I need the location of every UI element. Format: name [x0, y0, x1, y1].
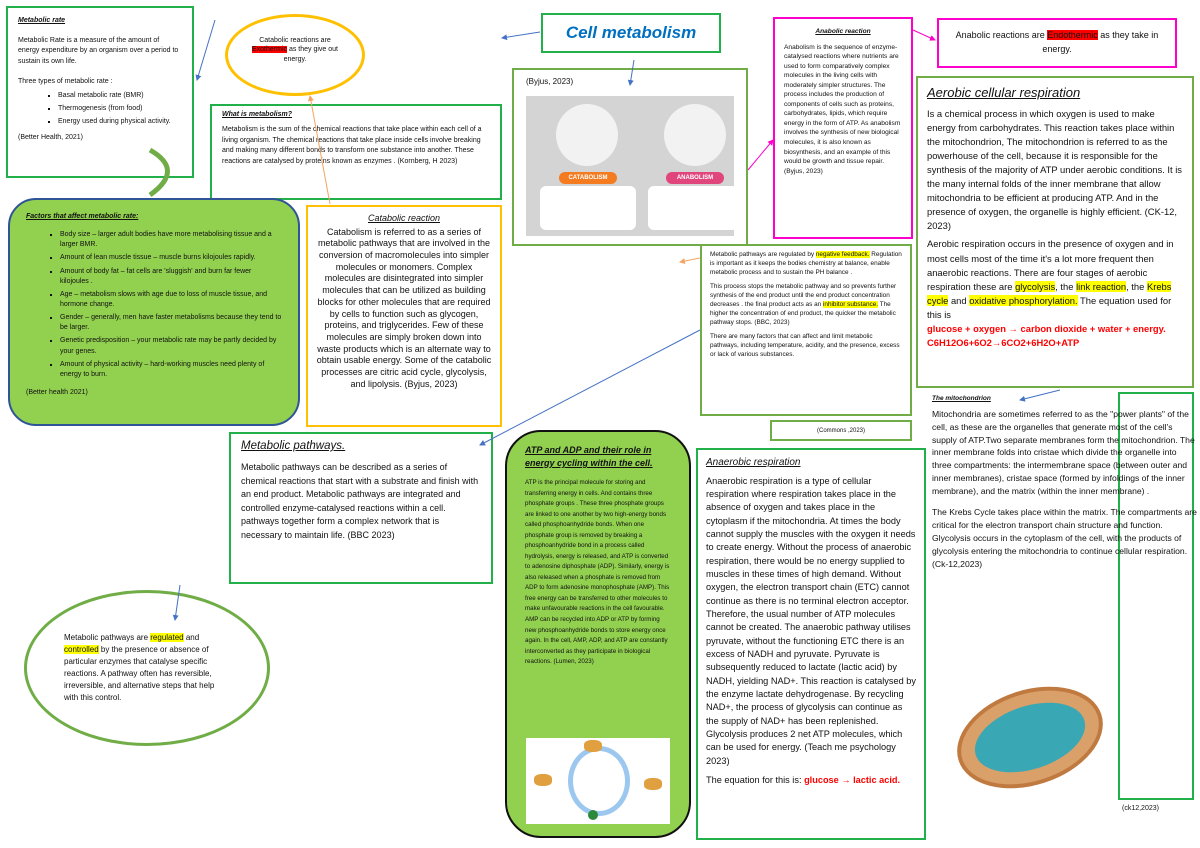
anabolism-caption	[648, 185, 744, 230]
link-reaction-highlight: link reaction	[1076, 280, 1127, 292]
citation: (Better Health, 2021)	[18, 134, 83, 142]
text: Three types of metabolic rate :	[18, 77, 113, 85]
enzyme-star	[534, 774, 552, 786]
endothermic-highlight: Endothermic	[1047, 30, 1098, 40]
anaerobic-equation: The equation for this is: glucose → lact…	[706, 775, 901, 786]
aerobic-respiration-box: Aerobic cellular respiration Is a chemic…	[916, 76, 1194, 388]
text: This process stops the metabolic pathway…	[710, 282, 897, 326]
catabolism-caption	[540, 185, 636, 230]
catabolism-anabolism-image-box: (Byjus, 2023) CATABOLISM ANABOLISM	[512, 68, 748, 246]
heading: Factors that affect metabolic rate:	[26, 213, 139, 220]
text: Anaerobic respiration is a type of cellu…	[706, 475, 916, 766]
anabolism-circle	[664, 103, 726, 166]
arrow	[479, 329, 701, 446]
regulation-box: Metabolic pathways are regulated by nega…	[700, 244, 912, 416]
anaerobic-box: Anaerobic respiration Anaerobic respirat…	[696, 448, 926, 840]
catabolism-label: CATABOLISM	[559, 171, 617, 184]
citation: (Better health 2021)	[26, 388, 88, 396]
arrow	[747, 139, 774, 171]
regulated-ellipse	[24, 590, 270, 746]
list-item: Energy used during physical activity.	[58, 117, 182, 127]
mitochondrion-text: The mitochondrion Mitochondria are somet…	[932, 394, 1198, 570]
heading: Anabolic reaction	[815, 28, 871, 35]
text: Anabolic reactions are	[955, 30, 1048, 40]
catabolic-box: Catabolic reaction Catabolism is referre…	[306, 205, 502, 427]
list-item: Thermogenesis (from food)	[58, 104, 182, 114]
inhibitor-highlight: inhibitor substance.	[822, 300, 879, 308]
arrow	[912, 29, 936, 41]
text: Catabolism is referred to as a series of…	[316, 226, 492, 389]
text: There are many factors that can affect a…	[710, 332, 900, 358]
citation: (Commons ,2023)	[816, 428, 866, 434]
anabolism-label: ANABOLISM	[666, 171, 724, 184]
heading: The mitochondrion	[932, 395, 991, 402]
list-item: Age – metabolism slows with age due to l…	[60, 290, 282, 310]
text: Metabolism is the sum of the chemical re…	[222, 126, 482, 165]
heading: What is metabolism?	[222, 111, 293, 118]
word-equation: glucose + oxygen → carbon dioxide + wate…	[927, 323, 1166, 335]
controlled-highlight: controlled	[64, 645, 99, 654]
regulated-text: Metabolic pathways are regulated and con…	[64, 633, 215, 702]
mito-side-box	[1118, 392, 1194, 800]
arrow	[679, 257, 701, 264]
page-title: Cell metabolism	[565, 23, 697, 42]
list-item: Gender – generally, men have faster meta…	[60, 313, 282, 333]
text: Is a chemical process in which oxygen is…	[927, 107, 1182, 232]
list-item: Amount of physical activity – hard-worki…	[60, 360, 282, 380]
text: Metabolic pathways are regulated by nega…	[710, 251, 902, 276]
heading: Metabolic rate	[18, 17, 66, 24]
catabolic-note-ellipse	[225, 14, 365, 96]
text: The Krebs Cycle takes place within the m…	[932, 506, 1197, 569]
regulated-highlight: regulated	[150, 633, 184, 642]
text: Anabolism is the sequence of enzyme-cata…	[784, 43, 901, 175]
text: as they take in energy.	[1042, 30, 1159, 54]
list-item: Basal metabolic rate (BMR)	[58, 91, 182, 101]
text: as they give out energy.	[283, 46, 338, 63]
glycolysis-highlight: glycolysis	[1015, 280, 1056, 292]
title-box: Cell metabolism	[541, 13, 721, 53]
anabolic-box: Anabolic reaction Anabolism is the seque…	[773, 17, 913, 239]
list-item: Genetic predisposition – your metabolic …	[60, 336, 282, 356]
stages-text: Aerobic respiration occurs in the presen…	[927, 238, 1174, 321]
list-item: Body size – larger adult bodies have mor…	[60, 230, 282, 250]
anabolic-note-box: Anabolic reactions are Endothermic as th…	[937, 18, 1177, 68]
chemical-equation: C6H12O6+6O2→6CO2+6H2O+ATP	[927, 337, 1080, 349]
arrow	[501, 31, 541, 41]
citation: (ck12,2023)	[1122, 805, 1159, 812]
heading: Metabolic pathways.	[241, 440, 346, 452]
metabolic-rate-box: Metabolic rate Metabolic Rate is a measu…	[6, 6, 194, 178]
enzyme-star	[644, 778, 662, 790]
text: Metabolic Rate is a measure of the amoun…	[18, 37, 179, 65]
list-item: Amount of body fat – fat cells are 'slug…	[60, 267, 282, 287]
mitochondrion-image	[943, 669, 1117, 806]
catabolism-anabolism-image: CATABOLISM ANABOLISM	[526, 95, 744, 236]
heading: Anaerobic respiration	[706, 457, 801, 468]
negative-feedback-highlight: negative feedback.	[815, 251, 870, 258]
text: Metabolic pathways can be described as a…	[241, 462, 479, 540]
glycolysis-cycle-image	[526, 738, 670, 824]
oxidative-phosphorylation-highlight: oxidative phosphorylation.	[969, 294, 1078, 306]
catabolism-circle	[556, 103, 618, 166]
cycle-ring	[568, 746, 630, 816]
arrow	[195, 19, 216, 81]
list-item: Amount of lean muscle tissue – muscle bu…	[60, 253, 282, 263]
heading: ATP and ADP and their role in energy cyc…	[525, 445, 653, 469]
heading: Catabolic reaction	[367, 213, 441, 223]
catabolic-note: Catabolic reactions are Exothermic as th…	[250, 36, 340, 64]
citation: (Byjus, 2023)	[526, 77, 574, 86]
heading: Aerobic cellular respiration	[927, 85, 1081, 100]
molecule	[588, 810, 598, 820]
text: Catabolic reactions are	[259, 37, 331, 44]
factors-box: Factors that affect metabolic rate: Body…	[8, 198, 300, 426]
text: Mitochondria are sometimes referred to a…	[932, 408, 1195, 497]
exothermic-highlight: Exothermic	[252, 46, 288, 54]
enzyme-star	[584, 740, 602, 752]
what-is-metabolism-box: What is metabolism? Metabolism is the su…	[210, 104, 502, 200]
matrix	[966, 689, 1094, 786]
text: ATP is the principal molecule for storin…	[525, 479, 670, 666]
metabolic-pathways-box: Metabolic pathways. Metabolic pathways c…	[229, 432, 493, 584]
commons-caption-box: (Commons ,2023)	[770, 420, 912, 441]
